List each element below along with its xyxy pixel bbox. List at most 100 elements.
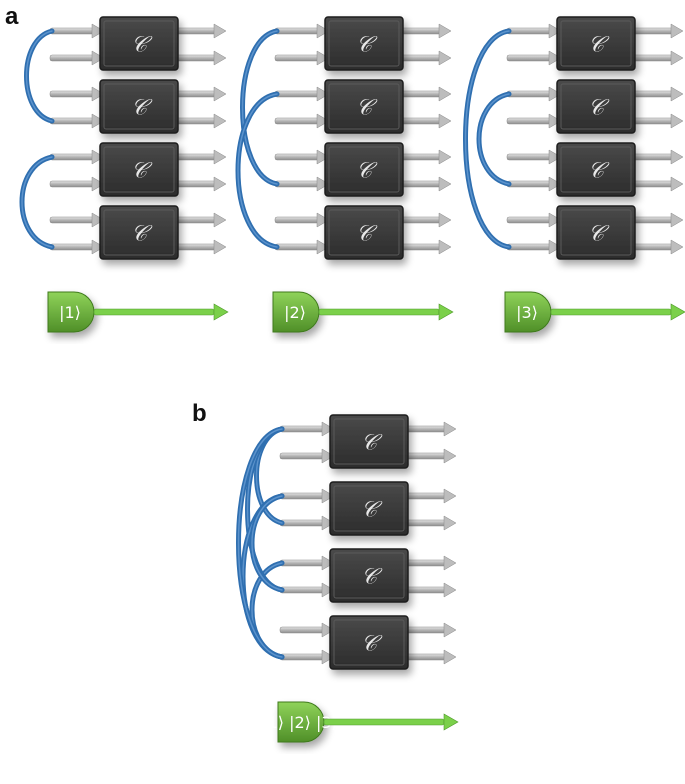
input-arrow bbox=[279, 649, 335, 665]
input-arrow bbox=[279, 582, 335, 598]
channel-box: 𝒞 bbox=[324, 16, 404, 71]
ket-arrow bbox=[323, 713, 459, 731]
channel-box: 𝒞 bbox=[99, 142, 179, 197]
input-arrow bbox=[279, 488, 335, 504]
input-arrow bbox=[506, 23, 562, 39]
input-arrow bbox=[279, 515, 335, 531]
output-arrow bbox=[403, 448, 457, 464]
ket-source: |2⟩ bbox=[272, 291, 320, 333]
entanglement-link bbox=[19, 154, 55, 250]
channel-box: 𝒞 bbox=[99, 79, 179, 134]
ket-label: |1⟩ |2⟩ |3⟩ bbox=[262, 713, 338, 732]
output-arrow bbox=[403, 622, 457, 638]
output-arrow bbox=[173, 113, 227, 129]
output-arrow bbox=[398, 239, 452, 255]
output-arrow bbox=[403, 488, 457, 504]
ket-arrow bbox=[318, 303, 454, 321]
input-arrow bbox=[506, 176, 562, 192]
output-arrow bbox=[173, 23, 227, 39]
input-arrow bbox=[506, 50, 562, 66]
output-arrow bbox=[173, 86, 227, 102]
input-arrow bbox=[49, 23, 105, 39]
input-arrow bbox=[49, 113, 105, 129]
ket-source: |3⟩ bbox=[504, 291, 552, 333]
input-arrow bbox=[274, 113, 330, 129]
input-arrow bbox=[274, 23, 330, 39]
ket-source: |1⟩ bbox=[47, 291, 95, 333]
output-arrow bbox=[403, 649, 457, 665]
output-arrow bbox=[630, 50, 684, 66]
panel-label-a: a bbox=[5, 3, 19, 30]
channel-box: 𝒞 bbox=[324, 205, 404, 260]
output-arrow bbox=[403, 421, 457, 437]
output-arrow bbox=[403, 515, 457, 531]
channel-box: 𝒞 bbox=[556, 79, 636, 134]
output-arrow bbox=[630, 212, 684, 228]
output-arrow bbox=[173, 239, 227, 255]
entanglement-link bbox=[24, 28, 55, 124]
input-arrow bbox=[274, 212, 330, 228]
input-arrow bbox=[506, 86, 562, 102]
channel-box: 𝒞 bbox=[556, 205, 636, 260]
channel-box: 𝒞 bbox=[324, 79, 404, 134]
output-arrow bbox=[173, 149, 227, 165]
channel-box: 𝒞 bbox=[329, 414, 409, 469]
ket-arrow bbox=[550, 303, 685, 321]
channel-box: 𝒞 bbox=[329, 615, 409, 670]
input-arrow bbox=[506, 149, 562, 165]
output-arrow bbox=[403, 582, 457, 598]
input-arrow bbox=[49, 86, 105, 102]
channel-box: 𝒞 bbox=[329, 481, 409, 536]
output-arrow bbox=[398, 23, 452, 39]
input-arrow bbox=[274, 149, 330, 165]
output-arrow bbox=[398, 149, 452, 165]
output-arrow bbox=[173, 50, 227, 66]
channel-box: 𝒞 bbox=[556, 16, 636, 71]
channel-box: 𝒞 bbox=[99, 205, 179, 260]
output-arrow bbox=[173, 212, 227, 228]
output-arrow bbox=[173, 176, 227, 192]
input-arrow bbox=[279, 622, 335, 638]
channel-box: 𝒞 bbox=[324, 142, 404, 197]
output-arrow bbox=[398, 86, 452, 102]
ket-label: |3⟩ bbox=[516, 303, 538, 322]
entanglement-link bbox=[476, 91, 512, 187]
panel-label-b: b bbox=[192, 400, 207, 427]
output-arrow bbox=[630, 23, 684, 39]
ket-source: |1⟩ |2⟩ |3⟩ bbox=[262, 701, 338, 743]
input-arrow bbox=[506, 212, 562, 228]
output-arrow bbox=[630, 113, 684, 129]
input-arrow bbox=[274, 176, 330, 192]
input-arrow bbox=[279, 448, 335, 464]
output-arrow bbox=[398, 50, 452, 66]
output-arrow bbox=[398, 176, 452, 192]
ket-label: |1⟩ bbox=[59, 303, 81, 322]
entanglement-link bbox=[463, 28, 512, 250]
channel-box: 𝒞 bbox=[556, 142, 636, 197]
input-arrow bbox=[274, 239, 330, 255]
entanglement-link bbox=[249, 560, 285, 660]
channel-box: 𝒞 bbox=[329, 548, 409, 603]
output-arrow bbox=[630, 239, 684, 255]
input-arrow bbox=[506, 113, 562, 129]
output-arrow bbox=[398, 212, 452, 228]
input-arrow bbox=[279, 555, 335, 571]
entanglement-link bbox=[240, 28, 280, 187]
input-arrow bbox=[274, 50, 330, 66]
input-arrow bbox=[49, 176, 105, 192]
input-arrow bbox=[274, 86, 330, 102]
output-arrow bbox=[403, 555, 457, 571]
ket-arrow bbox=[93, 303, 229, 321]
output-arrow bbox=[630, 86, 684, 102]
input-arrow bbox=[49, 239, 105, 255]
channel-box: 𝒞 bbox=[99, 16, 179, 71]
output-arrow bbox=[398, 113, 452, 129]
input-arrow bbox=[49, 149, 105, 165]
input-arrow bbox=[49, 50, 105, 66]
input-arrow bbox=[506, 239, 562, 255]
